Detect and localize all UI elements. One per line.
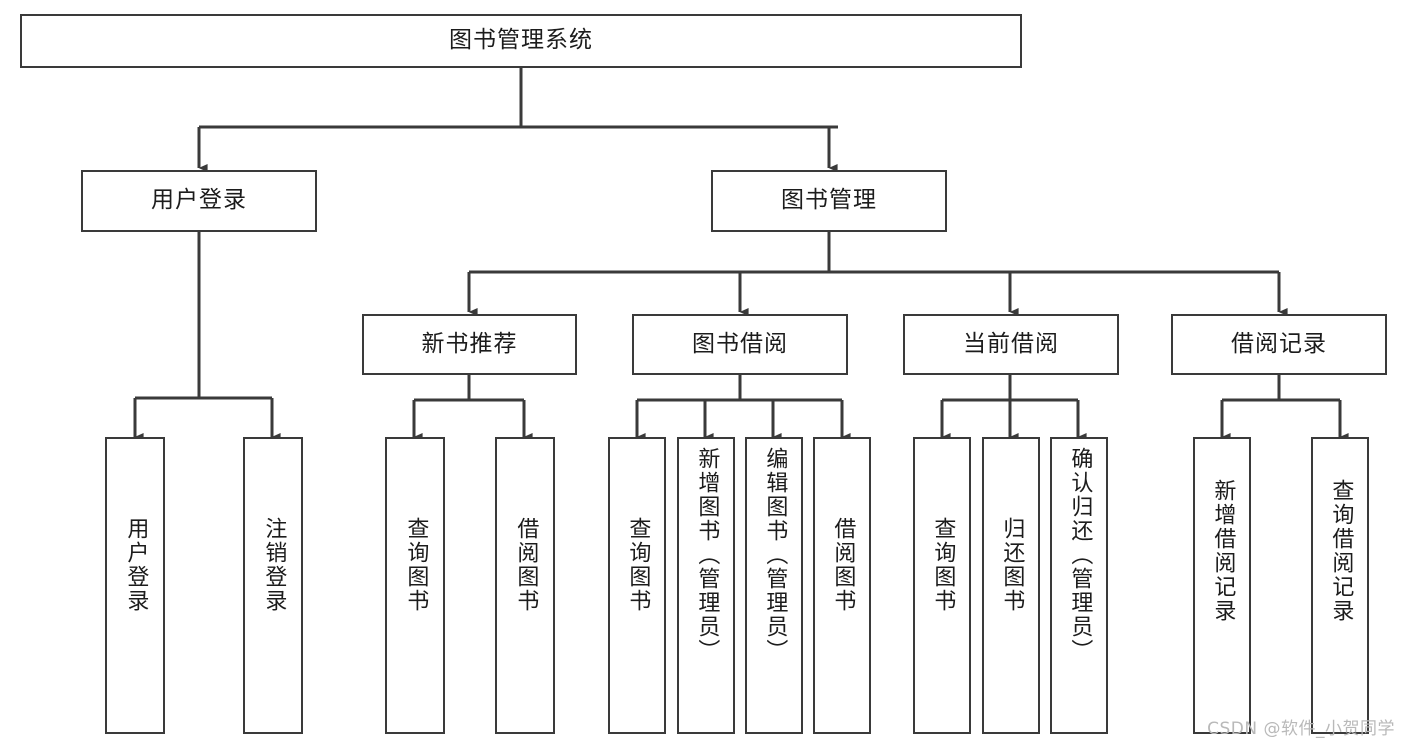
node-book-manage-label: 图书管理	[781, 187, 877, 214]
leaf-user-logout-label: 注销登录	[261, 517, 287, 613]
leaf-add-borrow-record[interactable]: 新增借阅记录	[1193, 437, 1251, 734]
leaf-confirm-return[interactable]: 确认归还（管理员）	[1050, 437, 1108, 734]
node-current-borrow[interactable]: 当前借阅	[903, 314, 1119, 375]
leaf-query-book-2-label: 查询图书	[625, 517, 651, 613]
node-user-login-label: 用户登录	[151, 187, 247, 214]
node-book-manage[interactable]: 图书管理	[711, 170, 947, 232]
leaf-confirm-return-label: 确认归还（管理员）	[1067, 447, 1093, 663]
node-book-borrow[interactable]: 图书借阅	[632, 314, 848, 375]
leaf-borrow-book-2-label: 借阅图书	[830, 517, 856, 613]
leaf-return-book[interactable]: 归还图书	[982, 437, 1040, 734]
leaf-query-book-3[interactable]: 查询图书	[913, 437, 971, 734]
leaf-query-borrow-record[interactable]: 查询借阅记录	[1311, 437, 1369, 734]
leaf-user-logout[interactable]: 注销登录	[243, 437, 303, 734]
node-root[interactable]: 图书管理系统	[20, 14, 1022, 68]
leaf-borrow-book-2[interactable]: 借阅图书	[813, 437, 871, 734]
node-current-borrow-label: 当前借阅	[963, 330, 1059, 357]
node-new-book-recommend[interactable]: 新书推荐	[362, 314, 577, 375]
watermark-text: CSDN @软件_小贺同学	[1207, 719, 1395, 739]
leaf-edit-book-label: 编辑图书（管理员）	[762, 447, 788, 663]
leaf-borrow-book-1[interactable]: 借阅图书	[495, 437, 555, 734]
leaf-add-borrow-record-label: 新增借阅记录	[1210, 479, 1236, 623]
leaf-user-login[interactable]: 用户登录	[105, 437, 165, 734]
node-borrow-record[interactable]: 借阅记录	[1171, 314, 1387, 375]
node-borrow-record-label: 借阅记录	[1231, 330, 1327, 357]
leaf-user-login-label: 用户登录	[123, 517, 149, 613]
leaf-borrow-book-1-label: 借阅图书	[513, 517, 539, 613]
leaf-edit-book[interactable]: 编辑图书（管理员）	[745, 437, 803, 734]
leaf-query-book-3-label: 查询图书	[930, 517, 956, 613]
node-new-book-recommend-label: 新书推荐	[421, 330, 518, 357]
leaf-query-book-2[interactable]: 查询图书	[608, 437, 666, 734]
leaf-query-borrow-record-label: 查询借阅记录	[1328, 479, 1354, 623]
leaf-query-book-1-label: 查询图书	[403, 517, 429, 613]
node-user-login[interactable]: 用户登录	[81, 170, 317, 232]
node-root-label: 图书管理系统	[449, 27, 593, 54]
leaf-add-book[interactable]: 新增图书（管理员）	[677, 437, 735, 734]
leaf-add-book-label: 新增图书（管理员）	[694, 447, 720, 663]
leaf-return-book-label: 归还图书	[999, 517, 1025, 613]
node-book-borrow-label: 图书借阅	[692, 330, 788, 357]
leaf-query-book-1[interactable]: 查询图书	[385, 437, 445, 734]
